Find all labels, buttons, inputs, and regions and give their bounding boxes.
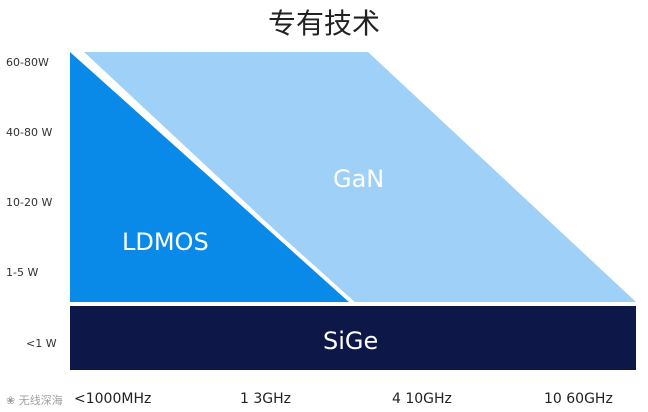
gan-label: GaN bbox=[333, 165, 385, 193]
y-label-10-20w: 10-20 W bbox=[6, 196, 53, 209]
x-label-1-3ghz: 1 3GHz bbox=[240, 391, 291, 407]
separator-line bbox=[70, 49, 355, 305]
gan-region bbox=[84, 52, 636, 302]
y-label-40-80w: 40-80 W bbox=[6, 126, 53, 139]
x-label-lt-1000mhz: <1000MHz bbox=[74, 391, 152, 407]
ldmos-label: LDMOS bbox=[122, 228, 209, 256]
sige-label: SiGe bbox=[323, 327, 379, 355]
page-title: 专有技术 bbox=[267, 7, 380, 40]
x-label-10-60ghz: 10 60GHz bbox=[544, 391, 613, 407]
y-label-1-5w: 1-5 W bbox=[6, 266, 39, 279]
watermark: ❀ 无线深海 bbox=[6, 394, 63, 407]
y-label-lt-1w: <1 W bbox=[26, 337, 57, 350]
sige-region bbox=[70, 306, 636, 370]
x-label-4-10ghz: 4 10GHz bbox=[392, 391, 452, 407]
y-label-60-80w: 60-80W bbox=[6, 56, 49, 69]
